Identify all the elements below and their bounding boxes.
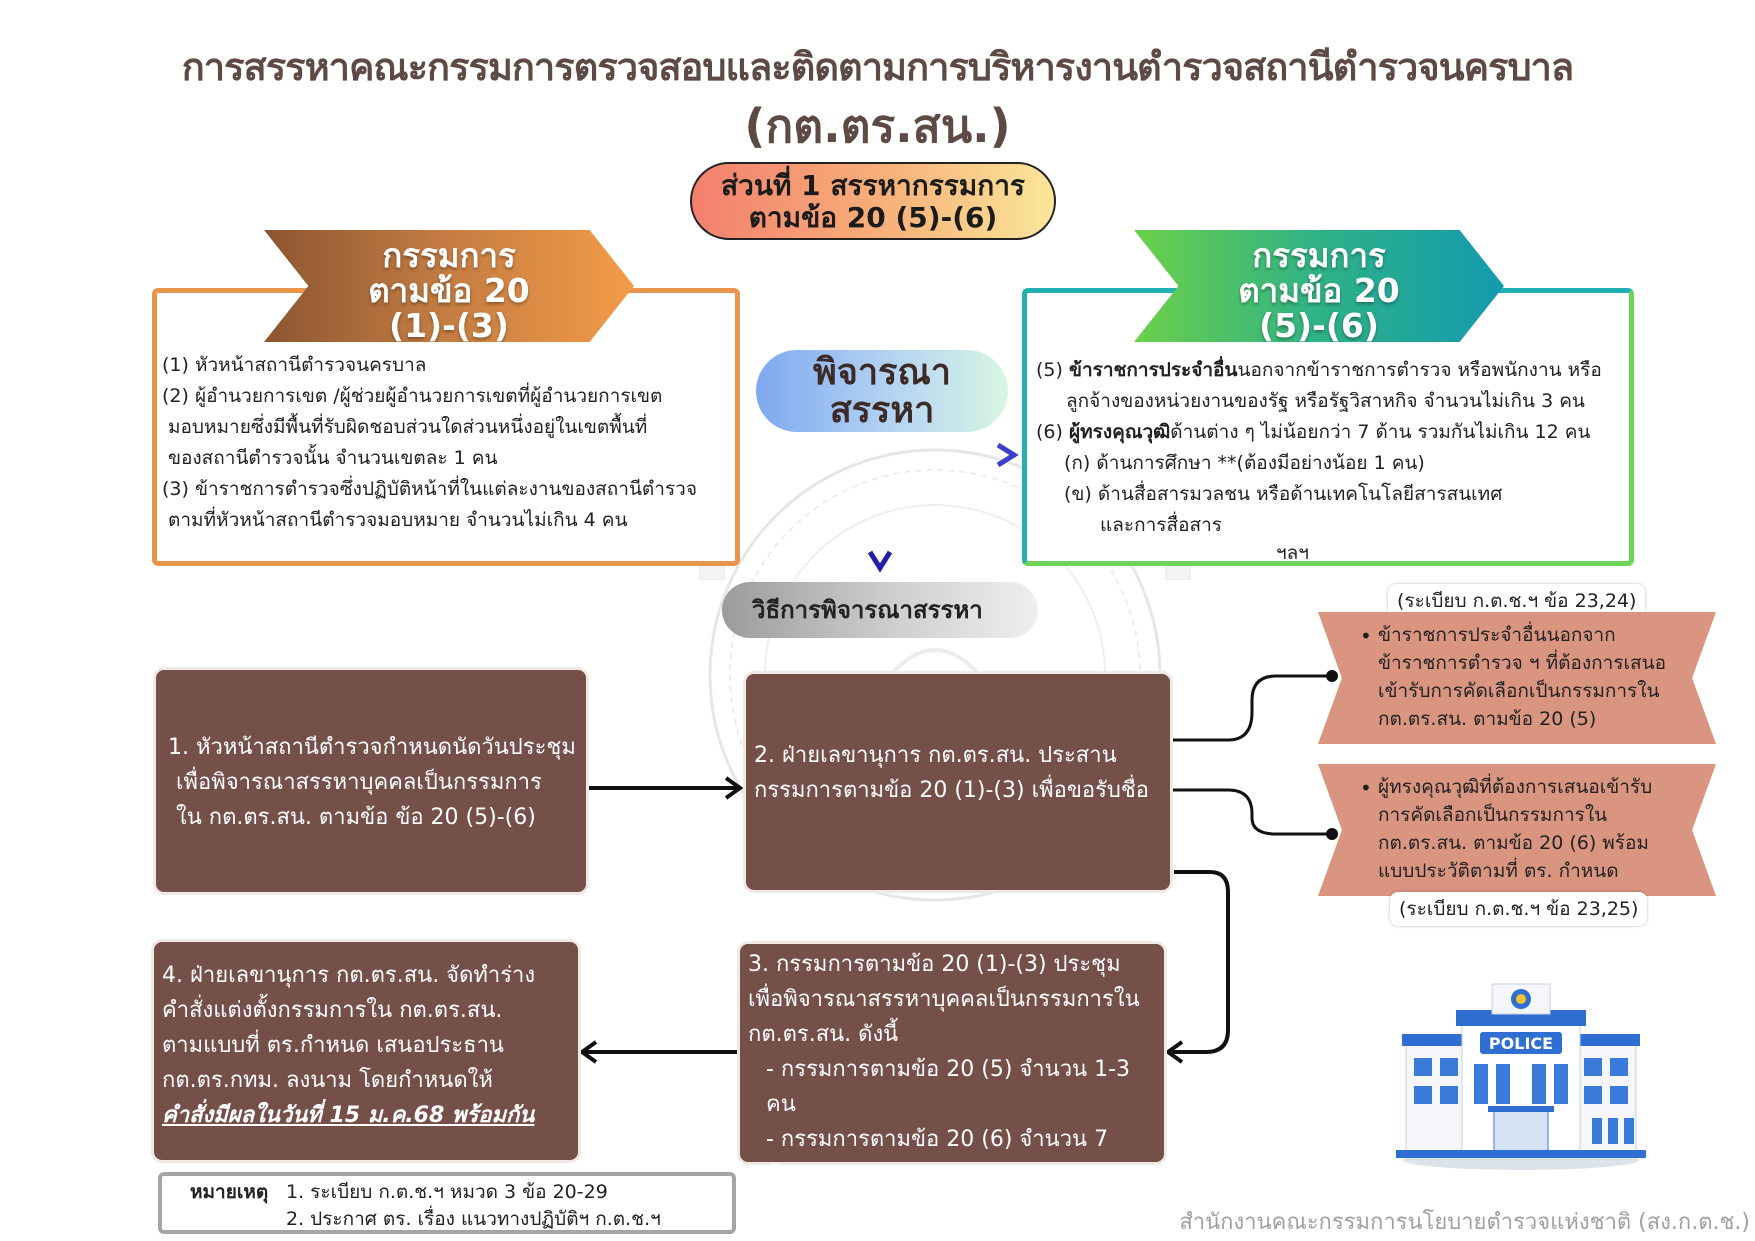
- ribbon-line: ผู้ทรงคุณวุฒิที่ต้องการเสนอเข้ารับ: [1378, 776, 1653, 798]
- bullet-icon: •: [1360, 624, 1372, 648]
- list-item: (2) ผู้อำนวยการเขต /ผู้ช่วยผู้อำนวยการเข…: [162, 385, 663, 407]
- step-1-box: 1. หัวหน้าสถานีตำรวจกำหนดนัดวันประชุม เพ…: [156, 670, 586, 892]
- item-5-bold: ข้าราชการประจำอื่น: [1068, 359, 1238, 381]
- step-3-line: กต.ตร.สน. ดังนี้: [748, 1022, 899, 1047]
- chevron-left-line3: (1)-(3): [389, 306, 509, 345]
- ribbon-line: ข้าราชการประจำอื่นนอกจาก: [1378, 624, 1616, 646]
- committee-5-6-chevron: กรรมการ ตามข้อ 20 (5)-(6): [1134, 230, 1504, 342]
- remarks-item: 2. ประกาศ ตร. เรื่อง แนวทางปฏิบัติฯ ก.ต.…: [286, 1208, 661, 1230]
- step-3-line: เพื่อพิจารณาสรรหาบุคคลเป็นกรรมการใน: [748, 987, 1140, 1012]
- list-item: (6) ผู้ทรงคุณวุฒิด้านต่าง ๆ ไม่น้อยกว่า …: [1036, 417, 1632, 448]
- remarks-line1: หมายเหตุ 1. ระเบียบ ก.ต.ช.ฯ หมวด 3 ข้อ 20…: [190, 1179, 732, 1206]
- ribbon-line: การคัดเลือกเป็นกรรมการใน: [1378, 804, 1608, 826]
- part-1-line2: ตามข้อ 20 (5)-(6): [748, 201, 998, 234]
- list-item: (1) หัวหน้าสถานีตำรวจนครบาล: [162, 354, 427, 376]
- chevron-right-line2: ตามข้อ 20: [1238, 271, 1400, 310]
- part-1-label: ส่วนที่ 1 สรรหากรรมการ ตามข้อ 20 (5)-(6): [690, 162, 1056, 240]
- step-4-line: คำสั่งแต่งตั้งกรรมการใน กต.ตร.สน.: [162, 998, 503, 1023]
- step-2-line: 2. ฝ่ายเลขานุการ กต.ตร.สน. ประสาน: [754, 743, 1117, 768]
- remarks-box: หมายเหตุ 1. ระเบียบ ก.ต.ช.ฯ หมวด 3 ข้อ 20…: [158, 1172, 736, 1234]
- item-6-number: (6): [1036, 421, 1063, 443]
- step-2-box: 2. ฝ่ายเลขานุการ กต.ตร.สน. ประสาน กรรมกา…: [746, 674, 1170, 890]
- ribbon-line: เข้ารับการคัดเลือกเป็นกรรมการใน: [1378, 680, 1660, 702]
- chevron-left-line2: ตามข้อ 20: [368, 271, 530, 310]
- step-1-line: เพื่อพิจารณาสรรหาบุคคลเป็นกรรมการ: [176, 770, 542, 795]
- regulation-ref-23-25: (ระเบียบ ก.ต.ช.ฯ ข้อ 23,25): [1390, 892, 1648, 926]
- committee-5-6-list: (5) ข้าราชการประจำอื่นนอกจากข้าราชการตำร…: [1036, 355, 1632, 565]
- list-item: ตามที่หัวหน้าสถานีตำรวจมอบหมาย จำนวนไม่เ…: [168, 509, 628, 531]
- chevron-right-line3: (5)-(6): [1259, 306, 1379, 345]
- list-item: มอบหมายซึ่งมีพื้นที่รับผิดชอบส่วนใดส่วนห…: [168, 416, 648, 438]
- step-2-line: กรรมการตามข้อ 20 (1)-(3) เพื่อขอรับชื่อ: [754, 778, 1149, 803]
- list-item: และการสื่อสาร: [1100, 514, 1222, 536]
- step-3-line: - กรรมการตามข้อ 20 (6) จำนวน 7 ด้าน: [766, 1127, 1109, 1187]
- list-item: ลูกจ้างของหน่วยงานของรัฐ หรือรัฐวิสาหกิจ…: [1066, 390, 1585, 412]
- list-item: ฯลฯ: [1276, 542, 1309, 564]
- list-item: ของสถานีตำรวจนั้น จำนวนเขตละ 1 คน: [168, 447, 498, 469]
- police-sign-text: POLICE: [1489, 1034, 1553, 1053]
- part-1-line1: ส่วนที่ 1 สรรหากรรมการ: [721, 169, 1025, 202]
- list-item: (3) ข้าราชการตำรวจซึ่งปฏิบัติหน้าที่ในแต…: [162, 478, 697, 500]
- consider-recruit-label: พิจารณา สรรหา: [756, 350, 1008, 432]
- committee-1-3-chevron: กรรมการ ตามข้อ 20 (1)-(3): [264, 230, 634, 342]
- method-label: วิธีการพิจารณาสรรหา: [722, 582, 1038, 638]
- list-item: (ข) ด้านสื่อสารมวลชน หรือด้านเทคโนโลยีสา…: [1064, 483, 1503, 505]
- page-title: การสรรหาคณะกรรมการตรวจสอบและติดตามการบริ…: [181, 45, 1574, 89]
- list-item: (ก) ด้านการศึกษา **(ต้องมีอย่างน้อย 1 คน…: [1064, 452, 1425, 474]
- footer-org: สำนักงานคณะกรรมการนโยบายตำรวจแห่งชาติ (ส…: [1179, 1210, 1750, 1235]
- page-subtitle: (กต.ตร.สน.): [744, 99, 1011, 153]
- ribbon-line: กต.ตร.สน. ตามข้อ 20 (6) พร้อม: [1378, 832, 1649, 854]
- step-4-box: 4. ฝ่ายเลขานุการ กต.ตร.สน. จัดทำร่าง คำส…: [154, 942, 578, 1160]
- step-3-box: 3. กรรมการตามข้อ 20 (1)-(3) ประชุม เพื่อ…: [740, 944, 1164, 1222]
- step-4-effective-date: คำสั่งมีผลในวันที่ 15 ม.ค.68 พร้อมกัน: [162, 1103, 535, 1128]
- item-5-text: นอกจากข้าราชการตำรวจ หรือพนักงาน หรือ: [1237, 359, 1602, 381]
- step-4-line: ตามแบบที่ ตร.กำหนด เสนอประธาน: [162, 1033, 504, 1058]
- item-5-number: (5): [1036, 359, 1063, 381]
- ribbon-civil-servant: • ข้าราชการประจำอื่นนอกจาก ข้าราชการตำรว…: [1318, 612, 1716, 744]
- step-4-line: กต.ตร.กทม. ลงนาม โดยกำหนดให้: [162, 1068, 493, 1093]
- consider-line2: สรรหา: [829, 390, 935, 431]
- item-6-text: ด้านต่าง ๆ ไม่น้อยกว่า 7 ด้าน รวมกันไม่เ…: [1170, 421, 1591, 443]
- step-1-line: 1. หัวหน้าสถานีตำรวจกำหนดนัดวันประชุม: [168, 735, 576, 760]
- remarks-label: หมายเหตุ: [190, 1181, 269, 1203]
- step-4-line: 4. ฝ่ายเลขานุการ กต.ตร.สน. จัดทำร่าง: [162, 963, 536, 988]
- list-item: (5) ข้าราชการประจำอื่นนอกจากข้าราชการตำร…: [1036, 355, 1632, 386]
- ribbon-line: กต.ตร.สน. ตามข้อ 20 (5): [1378, 708, 1597, 730]
- step-3-line: รวมไม่เกิน 12 คน: [748, 1197, 920, 1222]
- bullet-icon: •: [1360, 776, 1372, 800]
- step-3-line: 3. กรรมการตามข้อ 20 (1)-(3) ประชุม: [748, 952, 1121, 977]
- remarks-item: 1. ระเบียบ ก.ต.ช.ฯ หมวด 3 ข้อ 20-29: [286, 1181, 608, 1203]
- police-station-icon: POLICE: [1396, 983, 1646, 1170]
- consider-line1: พิจารณา: [813, 352, 951, 393]
- chevron-left-line1: กรรมการ: [382, 236, 516, 275]
- item-6-bold: ผู้ทรงคุณวุฒิ: [1068, 421, 1171, 443]
- step-3-line: - กรรมการตามข้อ 20 (5) จำนวน 1-3 คน: [766, 1057, 1131, 1117]
- ribbon-expert: • ผู้ทรงคุณวุฒิที่ต้องการเสนอเข้ารับ การ…: [1318, 764, 1716, 896]
- ribbon-line: ข้าราชการตำรวจ ฯ ที่ต้องการเสนอ: [1378, 652, 1666, 674]
- step-1-line: ใน กต.ตร.สน. ตามข้อ ข้อ 20 (5)-(6): [176, 805, 536, 830]
- ribbon-line: แบบประวัติตามที่ ตร. กำหนด: [1378, 860, 1619, 882]
- committee-1-3-list: (1) หัวหน้าสถานีตำรวจนครบาล (2) ผู้อำนวย…: [162, 350, 732, 536]
- chevron-right-line1: กรรมการ: [1252, 236, 1386, 275]
